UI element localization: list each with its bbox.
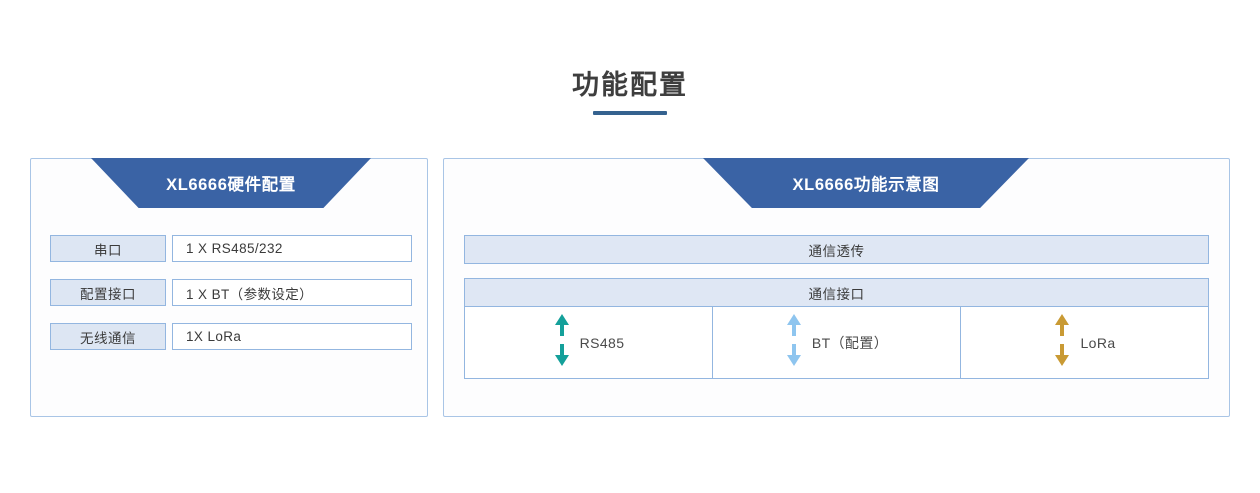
table-row: 配置接口 1 X BT（参数设定） xyxy=(50,279,412,306)
table-row: 无线通信 1X LoRa xyxy=(50,323,412,350)
function-panel-banner-title: XL6666功能示意图 xyxy=(792,176,940,194)
spec-label-config-interface: 配置接口 xyxy=(50,279,166,306)
function-diagram: 通信透传 通信接口 RS485 xyxy=(464,235,1209,379)
spec-value-serial: 1 X RS485/232 xyxy=(172,235,412,262)
hardware-panel-banner: XL6666硬件配置 xyxy=(91,158,371,208)
double-arrow-vertical-icon xyxy=(553,314,571,371)
interface-label-rs485: RS485 xyxy=(579,334,625,351)
transparent-transmission-bar: 通信透传 xyxy=(464,235,1209,264)
spec-value-wireless: 1X LoRa xyxy=(172,323,412,350)
function-panel-banner: XL6666功能示意图 xyxy=(703,158,1029,208)
hardware-config-panel: XL6666硬件配置 串口 1 X RS485/232 配置接口 1 X BT（… xyxy=(30,158,428,417)
interface-group: 通信接口 RS485 xyxy=(464,278,1209,379)
interface-cells: RS485 BT（配置） xyxy=(465,307,1208,378)
spec-label-serial: 串口 xyxy=(50,235,166,262)
hardware-spec-table: 串口 1 X RS485/232 配置接口 1 X BT（参数设定） 无线通信 … xyxy=(50,235,412,367)
double-arrow-vertical-icon xyxy=(1053,314,1071,371)
spec-label-wireless: 无线通信 xyxy=(50,323,166,350)
diagram-spacer xyxy=(464,264,1209,278)
table-row: 串口 1 X RS485/232 xyxy=(50,235,412,262)
interface-group-title: 通信接口 xyxy=(465,279,1208,307)
interface-label-lora: LoRa xyxy=(1080,334,1116,351)
title-underline xyxy=(593,111,667,115)
spec-value-config-interface: 1 X BT（参数设定） xyxy=(172,279,412,306)
interface-cell-lora: LoRa xyxy=(960,307,1208,378)
double-arrow-vertical-icon xyxy=(785,314,803,371)
page-title-block: 功能配置 xyxy=(0,68,1260,115)
interface-cell-bt: BT（配置） xyxy=(712,307,960,378)
hardware-panel-banner-title: XL6666硬件配置 xyxy=(166,176,296,194)
interface-cell-rs485: RS485 xyxy=(465,307,712,378)
function-diagram-panel: XL6666功能示意图 通信透传 通信接口 RS485 xyxy=(443,158,1230,417)
page-title: 功能配置 xyxy=(572,70,688,100)
interface-label-bt: BT（配置） xyxy=(811,334,889,351)
